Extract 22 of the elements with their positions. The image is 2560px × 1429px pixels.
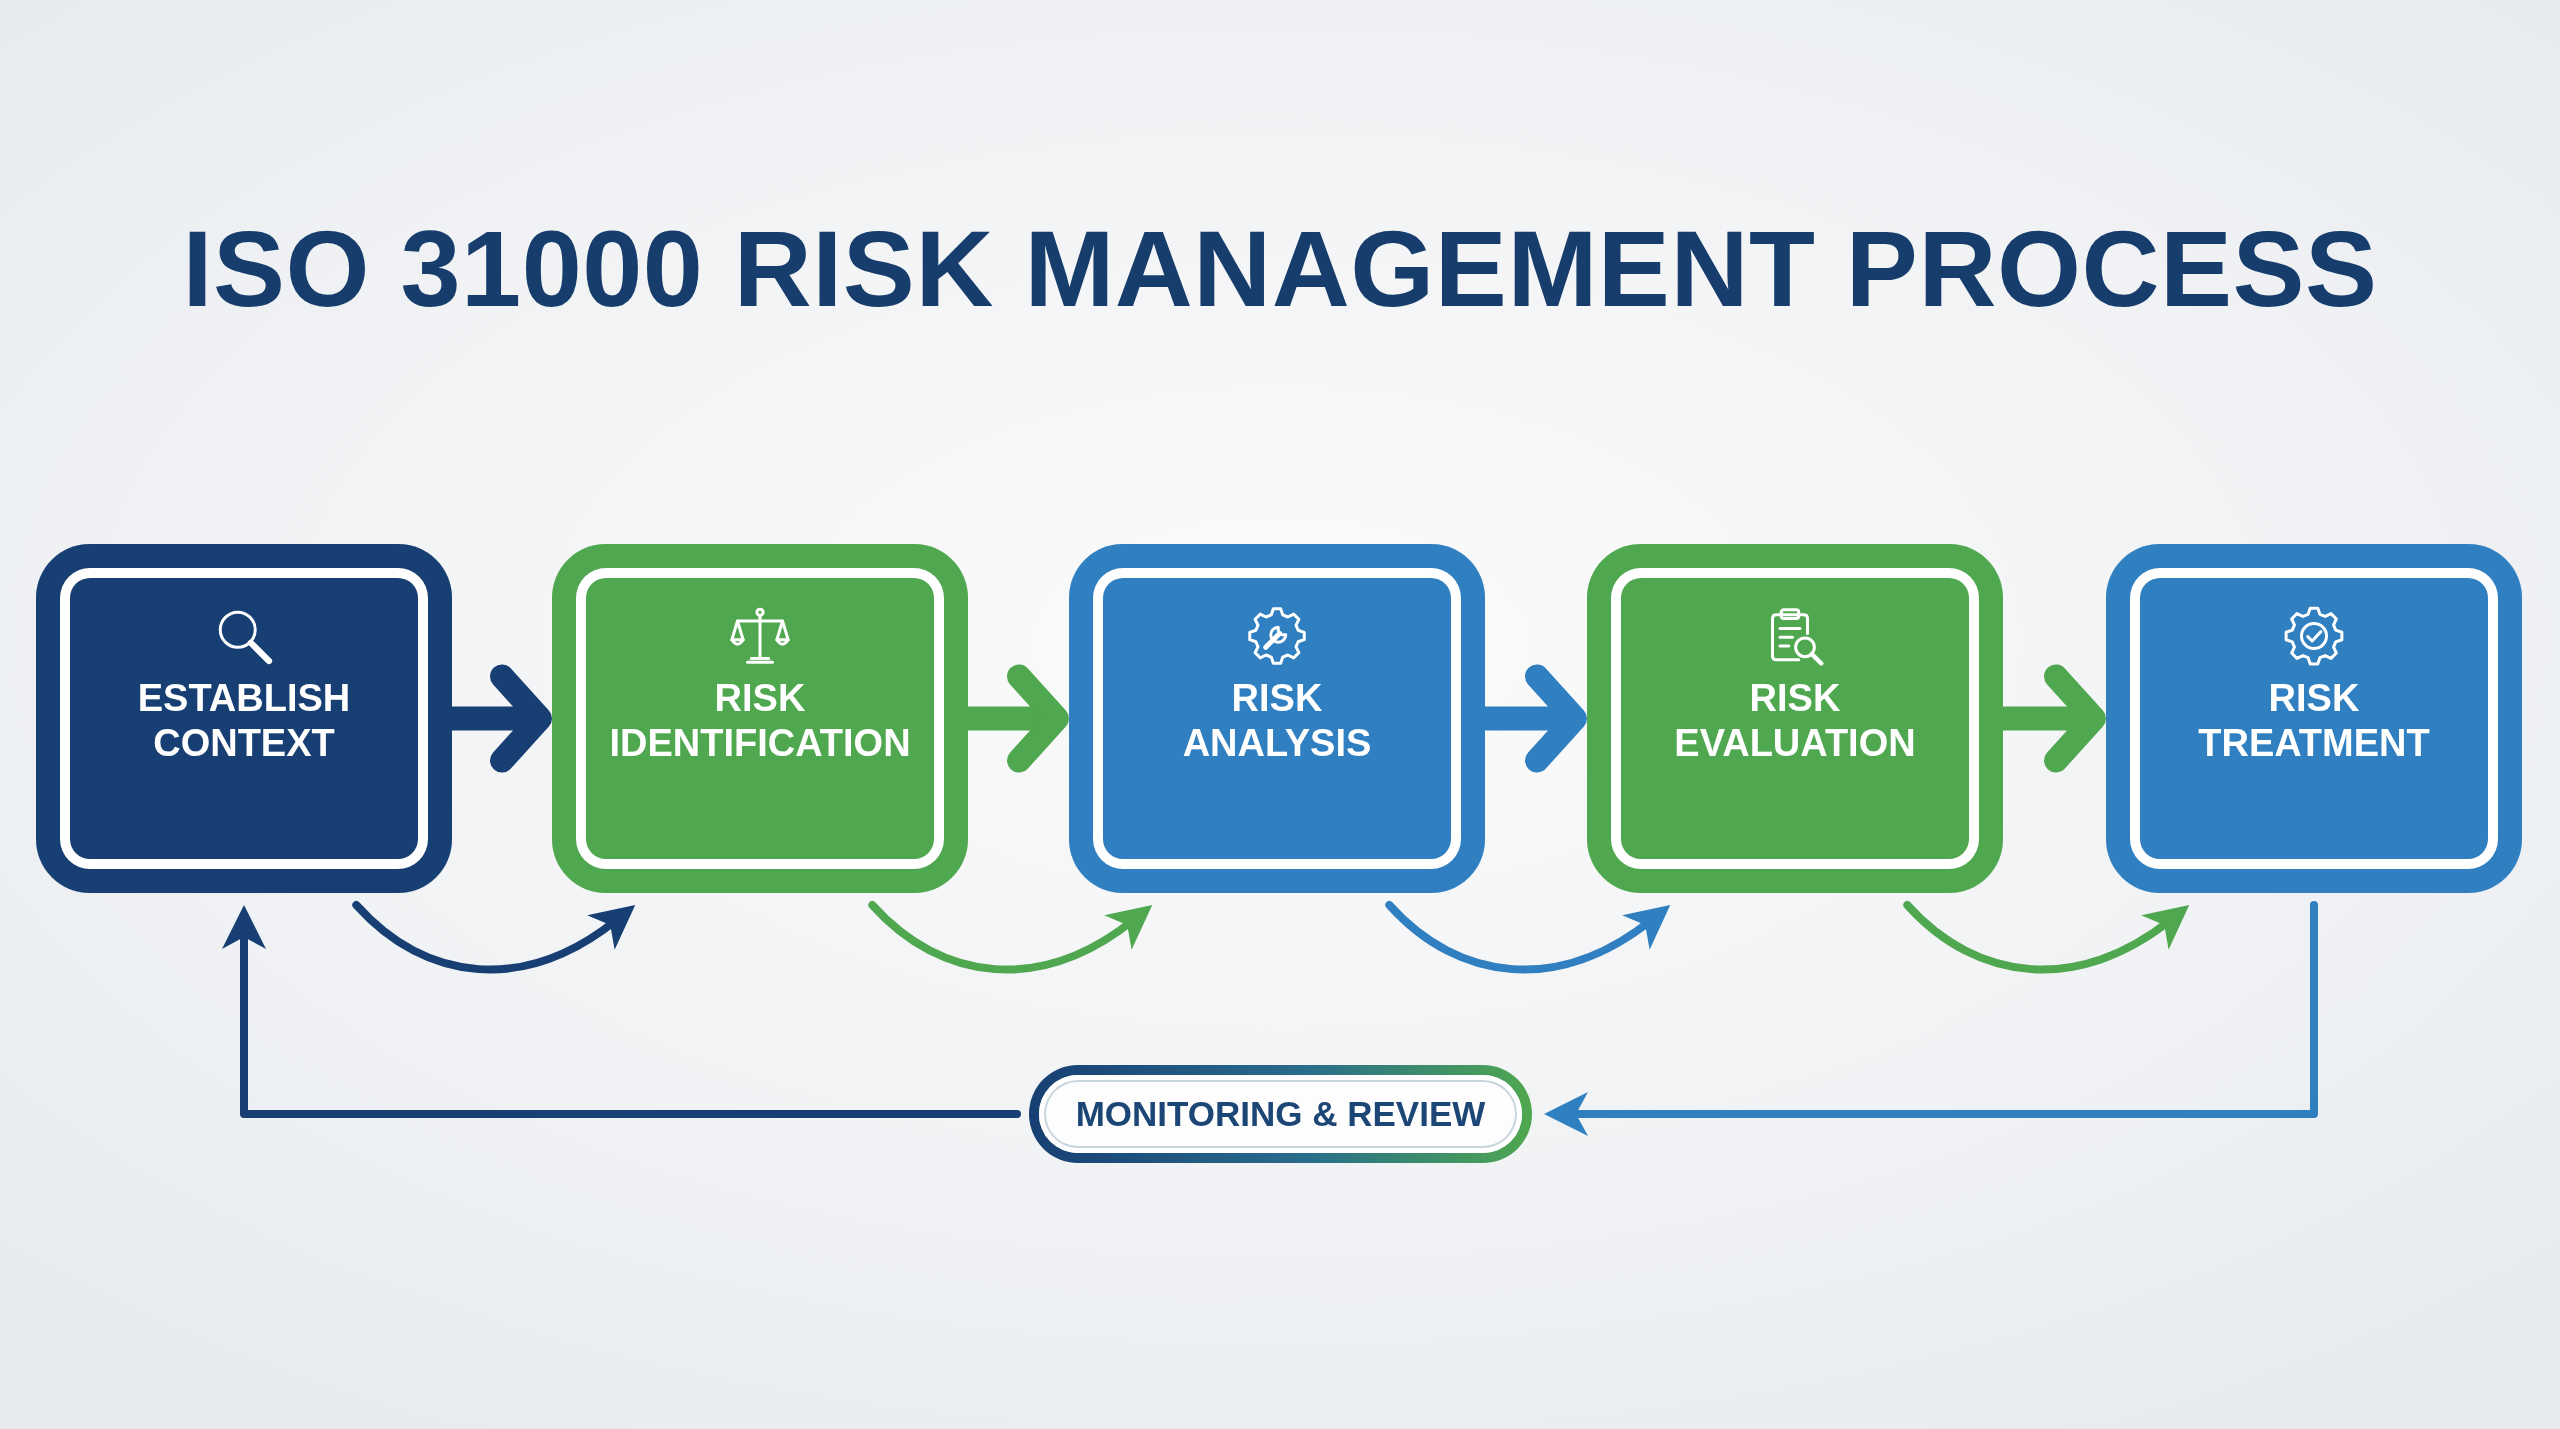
process-box: [1587, 544, 2003, 893]
title: ISO 31000 RISK MANAGEMENT PROCESS: [182, 207, 2378, 331]
chevron-arrow: [1485, 664, 1587, 773]
process-box: [36, 544, 452, 893]
chevron-arrow: [2003, 664, 2106, 773]
curved-arrow: [1385, 901, 1671, 974]
pill-label: MONITORING & REVIEW: [1075, 1094, 1486, 1134]
step-label: RISK IDENTIFICATION: [609, 676, 911, 766]
step-label: RISK TREATMENT: [2198, 676, 2430, 766]
step-label: RISK ANALYSIS: [1182, 676, 1372, 766]
process-box: [1069, 544, 1485, 893]
chevron-arrow: [968, 664, 1069, 773]
step-label: RISK EVALUATION: [1674, 676, 1916, 766]
process-box: [552, 544, 968, 893]
curved-arrow: [868, 901, 1153, 974]
step-label: ESTABLISH CONTEXT: [137, 676, 351, 766]
chevron-arrow: [452, 664, 552, 773]
process-box: [2106, 544, 2522, 893]
feedback-arrow: [222, 905, 1021, 1118]
curved-arrow: [352, 901, 636, 974]
feedback-arrow: [1544, 901, 2318, 1136]
curved-arrow: [1903, 901, 2190, 974]
